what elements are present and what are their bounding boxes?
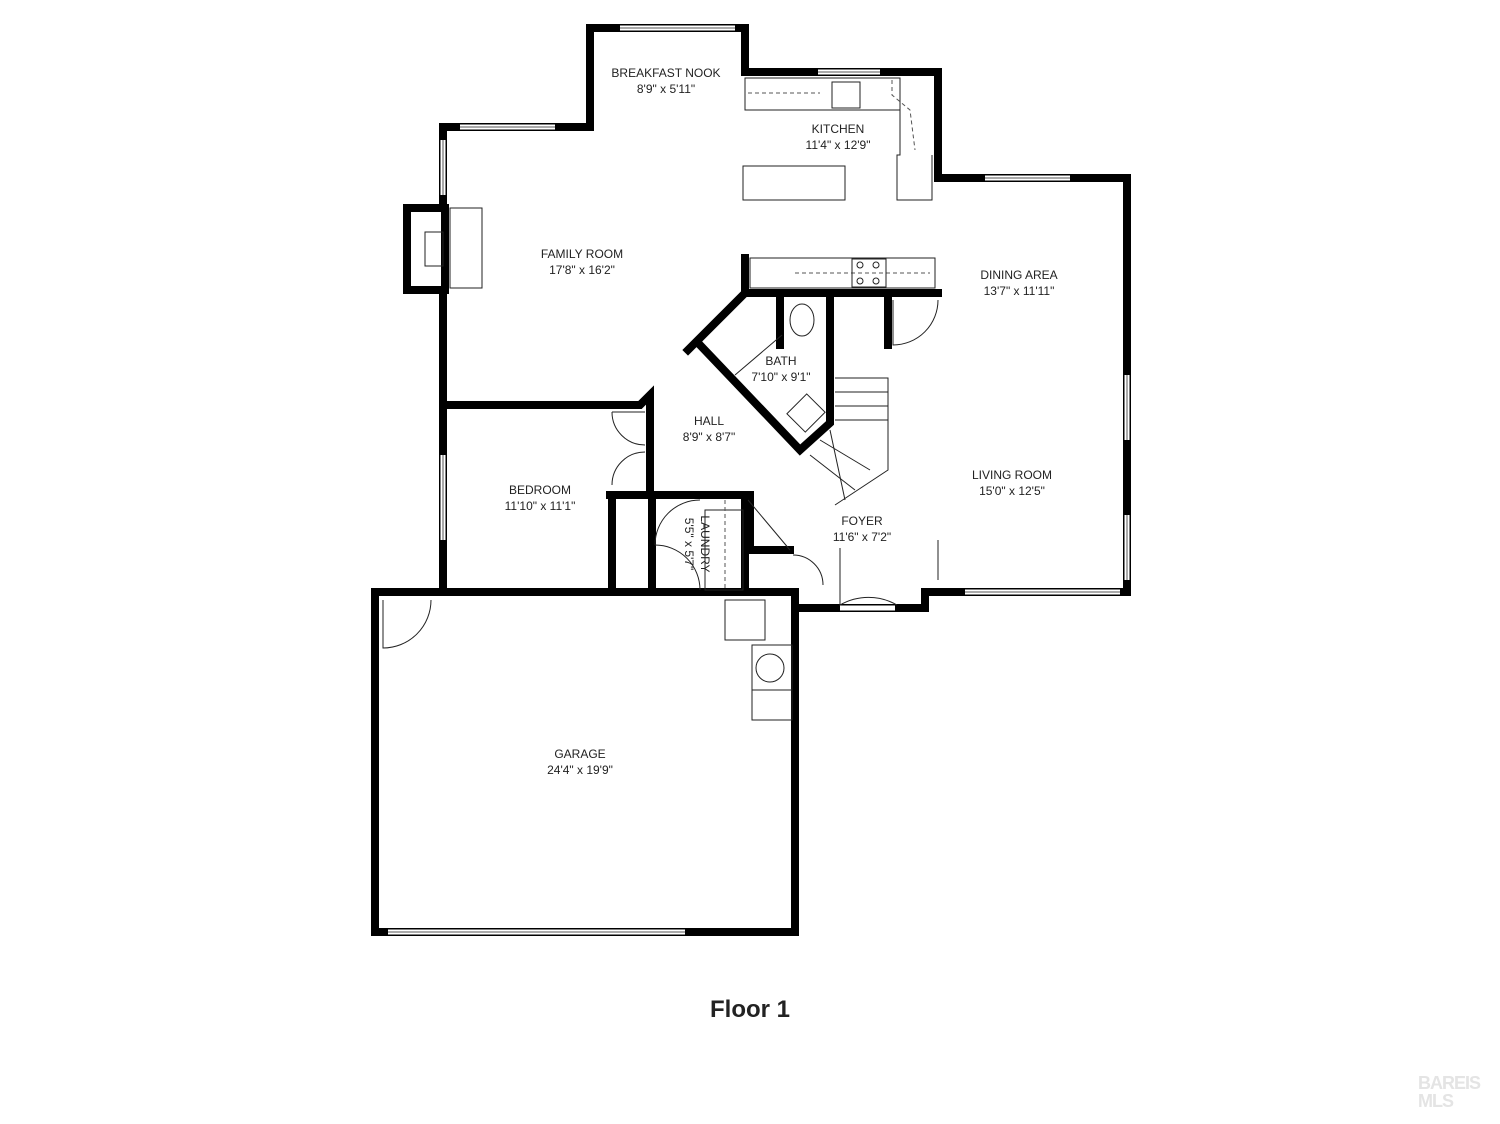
room-label-breakfast-nook: BREAKFAST NOOK 8'9" x 5'11" [611,65,720,97]
room-name: LIVING ROOM [971,468,1053,482]
room-name: BREAKFAST NOOK [611,66,721,80]
room-name: GARAGE [554,747,606,761]
room-label-garage: GARAGE 24'4" x 19'9" [547,746,613,778]
room-size: 7'10" x 9'1" [751,370,811,384]
room-label-bedroom: BEDROOM 11'10" x 11'1" [505,482,576,514]
room-label-dining-area: DINING AREA 13'7" x 11'11" [980,267,1057,299]
floor-title: Floor 1 [709,996,791,1023]
room-label-kitchen: KITCHEN 11'4" x 12'9" [806,121,871,153]
room-label-family-room: FAMILY ROOM 17'8" x 16'2" [541,246,623,278]
room-name: FAMILY ROOM [540,247,624,261]
room-label-hall: HALL 8'9" x 8'7" [683,413,735,445]
room-size: 8'9" x 8'7" [682,430,736,444]
walls [371,24,1131,936]
room-size: 17'8" x 16'2" [549,263,615,277]
room-size: 15'0" x 12'5" [979,484,1045,498]
room-size: 24'4" x 19'9" [547,763,613,777]
room-label-foyer: FOYER 11'6" x 7'2" [833,513,891,545]
room-size: 13'7" x 11'11" [983,284,1055,298]
room-name: DINING AREA [980,268,1058,282]
stairs [809,377,889,506]
room-label-living-room: LIVING ROOM 15'0" x 12'5" [972,467,1052,499]
windows [388,25,1130,935]
room-size: 5'5" x 5'7" [682,517,696,571]
room-size: 11'6" x 7'2" [832,530,892,544]
room-name: FOYER [841,514,883,528]
room-name: HALL [693,414,725,428]
doors [382,299,939,649]
watermark-logo: BAREIS MLS [1418,1073,1481,1111]
room-size: 8'9" x 5'11" [636,82,696,96]
room-label-bath: BATH 7'10" x 9'1" [751,353,810,385]
room-name: KITCHEN [811,122,865,136]
room-size: 11'10" x 11'1" [504,499,576,513]
fixtures [424,77,936,721]
room-name: LAUNDRY [698,515,712,573]
room-name: BEDROOM [508,483,571,497]
room-name: BATH [765,354,797,368]
room-size: 11'4" x 12'9" [805,138,871,152]
